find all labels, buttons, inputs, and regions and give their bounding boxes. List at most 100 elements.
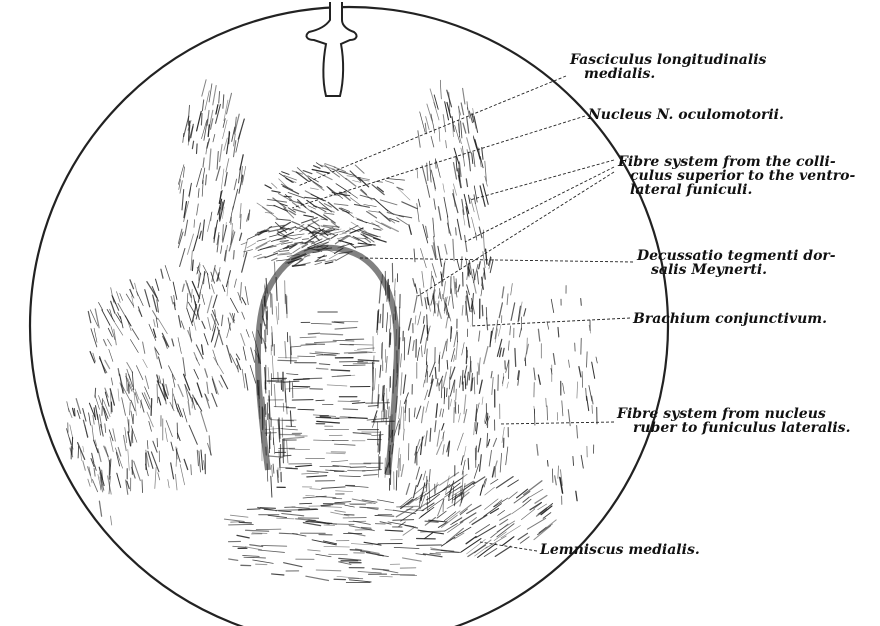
fibre-stroke: [98, 449, 101, 462]
fibre-stroke: [194, 353, 197, 361]
fibre-stroke: [413, 341, 414, 351]
fibre-stroke: [577, 382, 578, 398]
fibre-stroke: [465, 376, 466, 389]
fibre-stroke: [508, 341, 509, 350]
fibre-stroke: [486, 249, 487, 264]
fibre-stroke: [331, 461, 347, 462]
fibre-stroke: [192, 260, 193, 271]
fibre-stroke: [237, 535, 249, 538]
fibre-stroke: [478, 363, 479, 374]
fibre-stroke: [219, 381, 222, 387]
fibre-stroke: [446, 339, 447, 351]
fibre-stroke: [467, 372, 469, 385]
fibre-stroke: [321, 507, 341, 508]
cerebral-aqueduct: [307, 2, 357, 96]
fibre-stroke: [306, 576, 329, 580]
fibre-stroke: [213, 134, 215, 141]
fibre-stroke: [100, 357, 106, 373]
fibre-stroke: [438, 207, 440, 220]
fibre-stroke: [437, 430, 440, 446]
fibre-stroke: [85, 425, 88, 437]
fibre-stroke: [207, 296, 212, 313]
fibre-stroke: [543, 513, 551, 519]
fibre-stroke: [437, 379, 438, 386]
fibre-stroke: [205, 395, 209, 408]
fibre-stroke: [424, 533, 432, 539]
fibre-stroke: [394, 547, 419, 548]
fibre-stroke: [131, 400, 135, 411]
label-decussatio-tegmenti: Decussatio tegmenti dor- salis Meynerti.: [637, 249, 836, 277]
fibre-stroke: [456, 157, 457, 171]
fibre-stroke: [243, 347, 246, 361]
fibre-stroke: [345, 505, 355, 507]
fibre-stroke: [197, 112, 202, 131]
fibre-stroke: [254, 254, 262, 257]
fibre-stroke: [476, 525, 490, 534]
fibre-stroke: [388, 522, 414, 527]
fibre-stroke: [480, 455, 482, 472]
fibre-stroke: [537, 445, 538, 456]
fibre-stroke: [507, 294, 508, 305]
fibre-stroke: [386, 313, 387, 332]
leader-line: [465, 167, 614, 242]
fibre-stroke: [298, 356, 315, 357]
fibre-stroke: [266, 420, 267, 435]
fibre-stroke: [272, 183, 278, 188]
fibre-stroke: [425, 298, 427, 309]
fibre-stroke: [435, 421, 436, 432]
fibre-stroke: [442, 294, 443, 301]
fibre-stroke: [587, 352, 588, 368]
fibre-stroke: [537, 509, 547, 516]
fibre-stroke: [240, 283, 242, 300]
fibre-stroke: [198, 189, 199, 198]
label-nucleus-oculomotorii: Nucleus N. oculomotorii.: [588, 108, 784, 122]
fibre-stroke: [423, 471, 425, 480]
fibre-stroke: [154, 320, 156, 327]
fibre-stroke: [473, 477, 484, 484]
fibre-stroke: [296, 172, 308, 181]
fibre-stroke: [206, 175, 207, 185]
fibre-stroke: [281, 184, 292, 190]
label-lemniscus-medialis: Lemniscus medialis.: [540, 543, 700, 557]
fibre-stroke: [182, 284, 184, 291]
fibre-stroke: [498, 510, 505, 515]
fibre-stroke: [439, 292, 440, 298]
fibre-stroke: [448, 296, 450, 305]
fibre-stroke: [108, 339, 112, 346]
fibre-stroke: [434, 199, 436, 210]
fibre-stroke: [67, 429, 72, 445]
fibre-stroke: [208, 318, 211, 330]
fibre-stroke: [283, 186, 299, 194]
fibre-stroke: [349, 503, 372, 504]
fibre-stroke: [212, 266, 215, 282]
fibre-stroke: [327, 385, 347, 386]
fibre-stroke: [223, 120, 228, 139]
fibre-stroke: [573, 456, 574, 465]
fibre-stroke: [230, 298, 238, 312]
fibre-stroke: [423, 316, 424, 323]
fibre-stroke: [341, 193, 350, 200]
fibre-stroke: [443, 184, 445, 193]
fibre-stroke: [130, 403, 131, 415]
fibre-stroke: [204, 119, 208, 140]
fibre-stroke: [447, 388, 448, 396]
fibre-stroke: [142, 480, 143, 493]
fibre-stroke: [247, 509, 260, 510]
fibre-stroke: [414, 486, 417, 498]
fibre-stroke: [459, 413, 461, 422]
fibre-stroke: [239, 522, 251, 523]
fibre-stroke: [396, 330, 397, 346]
fibre-stroke: [403, 558, 422, 561]
fibre-stroke: [349, 418, 368, 419]
fibre-stroke: [515, 349, 516, 367]
fibre-stroke: [301, 344, 316, 345]
leader-line: [470, 160, 614, 200]
fibre-stroke: [417, 545, 442, 546]
fibre-stroke: [562, 401, 563, 416]
fibre-stroke: [373, 356, 374, 369]
fibre-stroke: [558, 466, 559, 479]
fibre-stroke: [346, 178, 356, 186]
fibre-stroke: [336, 491, 353, 492]
fibre-stroke: [430, 362, 435, 377]
fibre-stroke: [498, 325, 501, 336]
